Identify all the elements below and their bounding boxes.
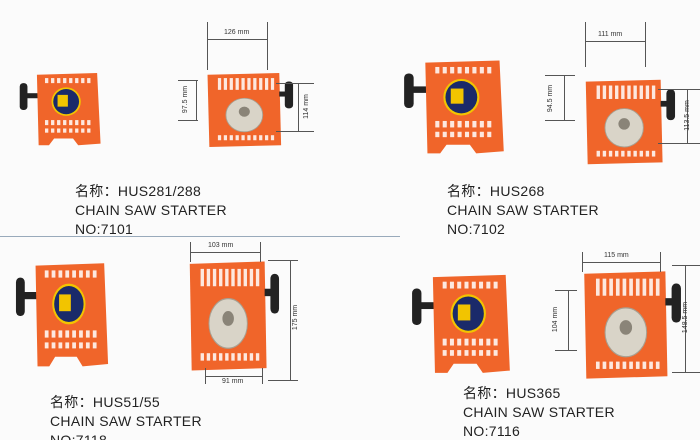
handle-icon: [666, 89, 676, 121]
name-label: 名称：: [463, 385, 506, 401]
handle-icon: [284, 81, 294, 109]
product-type: CHAIN SAW STARTER: [447, 202, 599, 218]
starter-back-view-7118: [184, 254, 280, 378]
product-number: NO:7102: [447, 221, 506, 237]
product-type: CHAIN SAW STARTER: [75, 202, 227, 218]
name-label: 名称：: [50, 394, 93, 410]
product-type: CHAIN SAW STARTER: [50, 413, 202, 429]
height-dimension-right: 113.5 mm: [683, 100, 691, 131]
width-dimension: 111 mm: [598, 31, 623, 38]
height-dimension-right: 175 mm: [292, 304, 300, 331]
handle-icon: [404, 73, 414, 108]
starter-back-view-7102: [580, 74, 676, 170]
product-caption-7118: 名称：HUS51/55 CHAIN SAW STARTER NO:7118: [50, 393, 202, 440]
handle-icon: [15, 277, 25, 316]
product-caption-7101: 名称：HUS281/288 CHAIN SAW STARTER NO:7101: [75, 182, 227, 239]
model: HUS51/55: [92, 394, 160, 410]
handle-icon: [19, 83, 28, 110]
section-divider: [0, 236, 400, 237]
product-caption-7116: 名称：HUS365 CHAIN SAW STARTER NO:7116: [463, 384, 615, 440]
product-type: CHAIN SAW STARTER: [463, 404, 615, 420]
handle-icon: [412, 288, 422, 325]
height-dimension-right: 148.5 mm: [682, 301, 690, 334]
product-number: NO:7116: [463, 423, 521, 439]
width-dimension: 103 mm: [208, 242, 234, 249]
height-dimension-left: 94.5 mm: [547, 84, 555, 113]
starter-back-view-7101: [202, 68, 294, 152]
height-dimension-left: 97.5 mm: [182, 85, 190, 114]
product-number: NO:7101: [75, 221, 134, 237]
width-dimension: 126 mm: [224, 29, 250, 36]
model: HUS365: [505, 385, 561, 401]
product-caption-7102: 名称：HUS268 CHAIN SAW STARTER NO:7102: [447, 182, 599, 239]
starter-front-view-7102: [402, 54, 508, 162]
height-dimension-left: 104 mm: [552, 306, 560, 333]
model: HUS268: [489, 183, 545, 199]
handle-icon: [270, 273, 280, 314]
product-number: NO:7118: [50, 432, 108, 440]
starter-back-view-7116: [578, 264, 682, 386]
name-label: 名称：: [75, 183, 118, 199]
model: HUS281/288: [117, 183, 202, 199]
width-dimension: 115 mm: [604, 252, 629, 259]
height-dimension-right: 114 mm: [302, 94, 310, 119]
starter-front-view-7118: [14, 256, 112, 376]
bottom-width-dimension: 91 mm: [222, 378, 244, 385]
starter-front-view-7101: [18, 68, 104, 152]
name-label: 名称：: [447, 183, 490, 199]
handle-icon: [671, 283, 681, 323]
starter-front-view-7116: [410, 268, 514, 382]
